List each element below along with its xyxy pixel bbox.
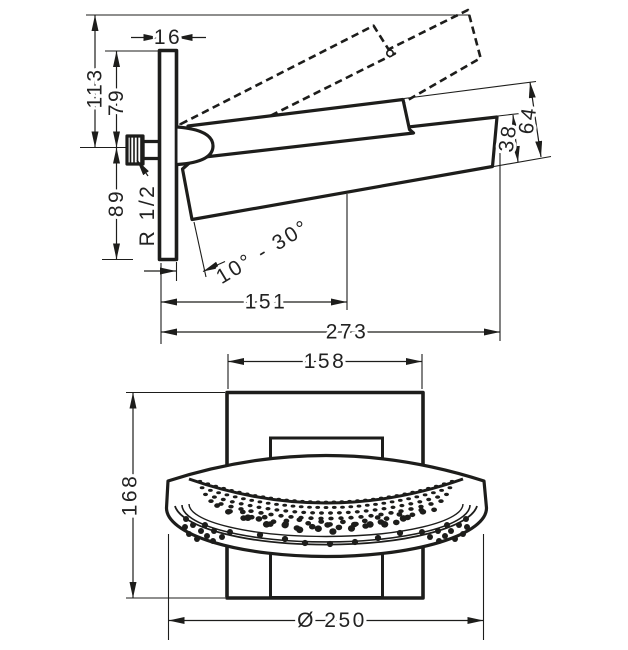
dim-wall-to-front: 273 (161, 318, 500, 347)
dim-wall-to-spray-center: 151 (161, 288, 347, 317)
dim-plate-height: 168 (116, 391, 225, 599)
dim-thread: R 1/2 (133, 159, 162, 249)
dim-axis-to-plate-bottom: 89 (102, 147, 131, 260)
dim-plate-width: 158 (227, 347, 423, 389)
knurl-lines (129, 137, 142, 163)
pivot-joint (177, 125, 215, 167)
dashed-pivot-screw (385, 49, 394, 58)
dim-overall-height: 113 (81, 15, 110, 148)
shower-head-side (180, 115, 499, 222)
dim-label-tilt-range: 10° - 30° (212, 215, 314, 289)
dim-head-total-thickness: 64 (512, 81, 544, 158)
dim-plate-top-to-axis: 79 (102, 51, 131, 148)
dim-label-16: 16 (154, 26, 182, 49)
dim-label-113: 113 (84, 68, 107, 109)
dim-label-158: 158 (304, 350, 347, 373)
dim-label-168: 168 (119, 474, 142, 517)
wall-plate-side (157, 48, 179, 262)
dim-label-273: 273 (326, 321, 369, 344)
side-view: 16 113 79 89 R 1/2 151 273 38 (80, 8, 552, 347)
dim-label-64: 64 (515, 104, 542, 135)
dim-label-79: 79 (105, 88, 128, 116)
dim-label-89: 89 (105, 189, 128, 217)
dim-label-151: 151 (245, 291, 288, 314)
front-view: 158 168 Ø 250 (116, 347, 489, 640)
dim-label-250: Ø 250 (297, 609, 367, 632)
nozzle-dot-pattern (182, 479, 470, 548)
dim-plate-thickness: 16 (131, 23, 206, 52)
dim-label-thread: R 1/2 (136, 184, 159, 247)
dim-head-diameter: Ø 250 (167, 534, 485, 640)
connector-stem (141, 139, 162, 161)
